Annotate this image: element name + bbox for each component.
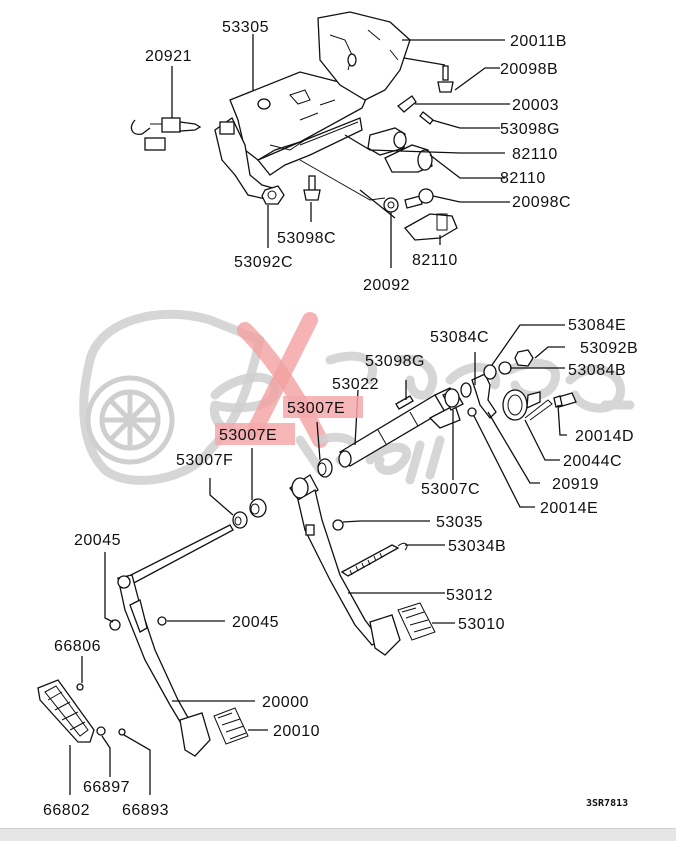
bolt-20098C [404,188,434,209]
label-20921[interactable]: 20921 [145,48,192,65]
label-53007C[interactable]: 53007C [421,481,480,498]
leader-lines-top [171,34,510,268]
switch-20921 [130,117,202,151]
label-20045-a[interactable]: 20045 [74,532,121,549]
label-82110-a[interactable]: 82110 [512,146,558,163]
pedal-shaft [124,524,234,586]
label-20003[interactable]: 20003 [512,97,559,114]
spring-20044C [502,389,553,421]
label-20045-b[interactable]: 20045 [232,614,279,631]
pin-20014E [467,407,477,417]
screw-53098G-mid [395,395,414,410]
label-66893[interactable]: 66893 [122,802,169,819]
upper-bracket-20011B [317,11,411,101]
label-53007E-upper[interactable]: 53007E [287,400,345,417]
brake-pedal-20000 [117,574,211,757]
label-53022[interactable]: 53022 [332,376,379,393]
bolt-66893 [118,728,126,736]
label-20919[interactable]: 20919 [552,476,599,493]
label-82110-b[interactable]: 82110 [500,170,546,187]
bolt-66806 [76,683,84,691]
switch-82110-c [403,213,458,241]
label-82110-c[interactable]: 82110 [412,252,458,269]
washer-53084E [483,364,497,380]
label-66897[interactable]: 66897 [83,779,130,796]
drawing-code: 3SR7813 [586,798,628,809]
label-53098C[interactable]: 53098C [277,230,336,247]
spring-53034B [340,542,408,577]
label-53007F[interactable]: 53007F [176,452,233,469]
washer-53084B [498,361,512,375]
label-20092[interactable]: 20092 [363,277,410,294]
label-53098G-top[interactable]: 53098G [500,121,560,138]
brake-pad-20010 [213,707,249,745]
label-20014E[interactable]: 20014E [540,500,598,517]
label-66802[interactable]: 66802 [43,802,90,819]
clip-20045-a [109,619,121,631]
nut-20092 [383,197,399,213]
label-20098B[interactable]: 20098B [500,61,558,78]
clip-20045-b [157,616,167,626]
label-53092C[interactable]: 53092C [234,254,293,271]
clutch-pedal-53012 [289,474,401,656]
leader-lines-bottom [69,324,567,795]
label-53034B[interactable]: 53034B [448,538,506,555]
footer-bar [0,828,676,841]
bushing-53007E-lower [249,498,267,518]
label-53092B[interactable]: 53092B [580,340,638,357]
highlight-53007E-lower [215,423,295,445]
label-20098C[interactable]: 20098C [512,194,571,211]
clutch-pad-53010 [397,602,436,641]
part-labels: 53305 20921 20011B 20098B 20003 53098G 8… [43,19,638,819]
label-53084B[interactable]: 53084B [568,362,626,379]
pedal-bracket-53305 [214,71,371,201]
label-20044C[interactable]: 20044C [563,453,622,470]
label-53084C[interactable]: 53084C [430,329,489,346]
label-20000[interactable]: 20000 [262,694,309,711]
label-20011B[interactable]: 20011B [510,33,567,50]
label-53305[interactable]: 53305 [222,19,269,36]
label-53007E-lower[interactable]: 53007E [219,427,277,444]
label-20014D[interactable]: 20014D [575,428,634,445]
label-66806[interactable]: 66806 [54,638,101,655]
pin-20014D [553,392,577,408]
nut-53092B [514,349,534,367]
clip-53035 [332,519,344,531]
label-53035[interactable]: 53035 [436,514,483,531]
nut-66897 [96,726,106,736]
highlight-53007E-upper [283,396,363,418]
label-53010[interactable]: 53010 [458,616,505,633]
screw-53098G-top [419,111,434,125]
nut-53092C [261,185,285,205]
bushing-53007C [442,388,464,411]
bushing-53007F [232,511,248,529]
label-53098G-mid[interactable]: 53098G [365,353,425,370]
label-20010[interactable]: 20010 [273,723,320,740]
label-53084E[interactable]: 53084E [568,317,626,334]
bolt-53098C [303,175,321,201]
washer-53084C [460,382,472,398]
clip-20003 [396,95,417,113]
stop-lamp-switch-82110-a [367,127,407,156]
label-53012[interactable]: 53012 [446,587,493,604]
bushing-53007E-upper [317,458,333,478]
accelerator-pedal-66802 [37,679,95,743]
bolt-20098B [437,65,454,93]
